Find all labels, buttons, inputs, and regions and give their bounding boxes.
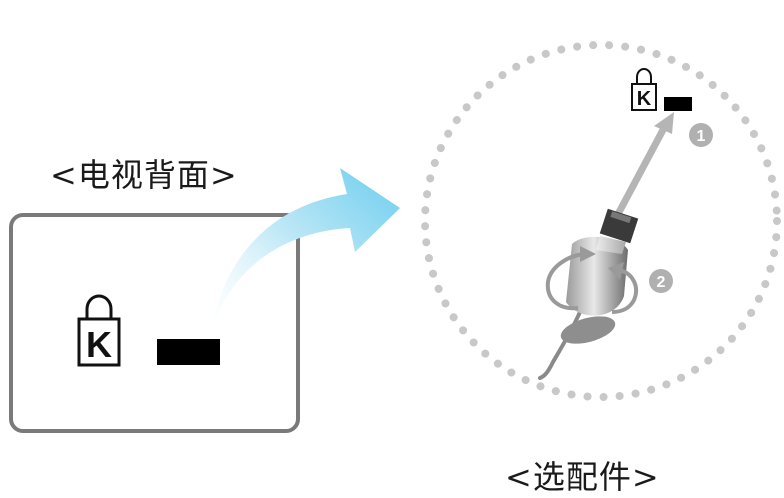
zoom-kensington-slot (664, 97, 692, 111)
insert-arrow-icon (613, 112, 674, 218)
lock-plug-icon (538, 208, 639, 380)
accessory-caption: <选配件> (505, 458, 660, 496)
step-2-badge: 2 (649, 269, 673, 293)
rotate-arrow-right (611, 268, 638, 314)
lock-letter: K (86, 324, 112, 365)
kensington-slot (157, 339, 220, 365)
rotate-arrow-left (545, 252, 585, 311)
kensington-lock-icon: K (77, 294, 121, 367)
zoom-lock-letter: K (637, 88, 652, 110)
step-1-badge: 1 (689, 123, 713, 147)
step-1-label: 1 (697, 128, 706, 145)
tv-back-panel: K (9, 213, 300, 433)
curved-arrow-icon (210, 168, 400, 338)
dotted-zoom-circle (421, 41, 781, 401)
zoom-lock-icon: K (631, 68, 657, 111)
tv-back-caption: <电视背面> (50, 156, 238, 194)
lock-cable (538, 310, 582, 380)
tv-panel-frame (9, 213, 300, 433)
step-2-label: 2 (657, 274, 666, 291)
